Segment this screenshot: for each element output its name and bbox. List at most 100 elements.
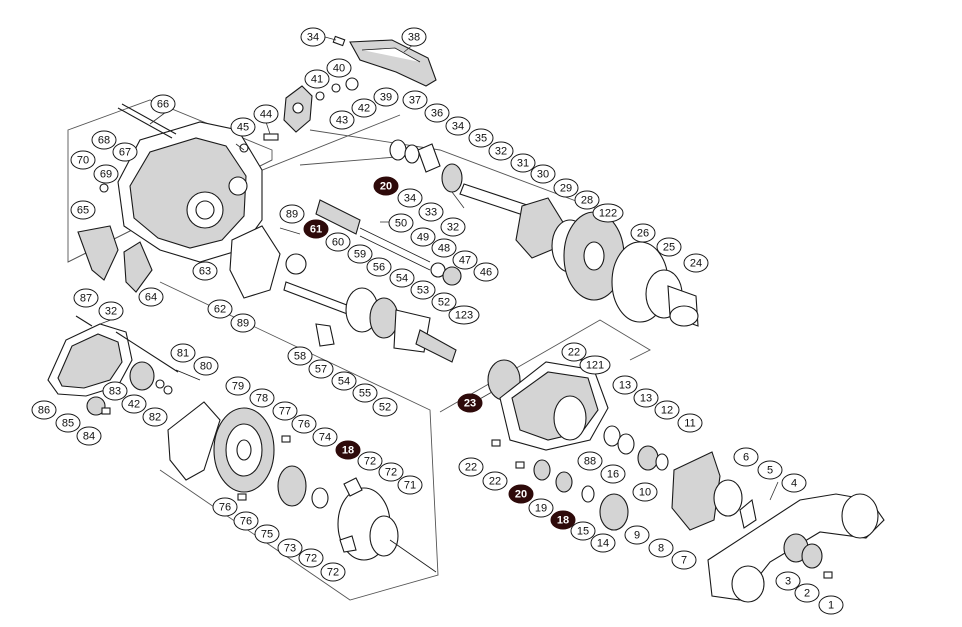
part-label-72: 72 <box>320 562 346 582</box>
part-label-text: 8 <box>658 543 664 555</box>
part-label-42: 42 <box>351 98 377 118</box>
part-label-oval <box>401 27 427 47</box>
part-label-text: 75 <box>261 529 273 541</box>
part-label-oval <box>561 342 587 362</box>
part-label-text: 46 <box>480 267 492 279</box>
part-label-oval <box>757 460 783 480</box>
part-label-oval <box>347 244 373 264</box>
part-label-text: 32 <box>495 146 507 158</box>
part-label-59: 59 <box>347 244 373 264</box>
part-label-oval <box>418 202 444 222</box>
part-label-text: 48 <box>438 243 450 255</box>
part-label-71: 71 <box>397 475 423 495</box>
part-label-text: 16 <box>607 469 619 481</box>
part-label-73: 73 <box>277 538 303 558</box>
part-label-oval <box>654 400 680 420</box>
part-label-33: 33 <box>418 202 444 222</box>
part-label-72: 72 <box>298 548 324 568</box>
part-label-text: 3 <box>785 576 791 588</box>
part-label-text: 18 <box>342 445 354 457</box>
part-label-text: 4 <box>791 478 797 490</box>
part-label-oval <box>98 301 124 321</box>
part-label-oval <box>388 213 414 233</box>
part-label-67: 67 <box>112 142 138 162</box>
part-label-text: 67 <box>119 147 131 159</box>
part-label-oval <box>671 550 697 570</box>
part-label-41: 41 <box>304 69 330 89</box>
part-label-text: 53 <box>417 285 429 297</box>
part-label-36: 36 <box>424 103 450 123</box>
part-label-text: 25 <box>663 242 675 254</box>
part-label-72: 72 <box>378 462 404 482</box>
part-label-oval <box>254 524 280 544</box>
part-label-24: 24 <box>683 253 709 273</box>
part-label-45: 45 <box>230 117 256 137</box>
part-label-text: 65 <box>77 205 89 217</box>
part-label-68: 68 <box>91 130 117 150</box>
part-label-oval <box>577 451 603 471</box>
part-label-text: 30 <box>537 169 549 181</box>
part-label-text: 80 <box>200 361 212 373</box>
part-label-text: 82 <box>149 412 161 424</box>
part-label-oval <box>373 176 399 196</box>
part-label-18: 18 <box>335 440 361 460</box>
part-label-text: 42 <box>128 399 140 411</box>
part-label-6: 6 <box>733 447 759 467</box>
part-label-oval <box>331 371 357 391</box>
part-label-text: 18 <box>557 515 569 527</box>
part-label-oval <box>73 288 99 308</box>
part-label-text: 71 <box>404 480 416 492</box>
part-label-text: 38 <box>408 32 420 44</box>
part-label-text: 57 <box>315 364 327 376</box>
part-label-26: 26 <box>630 223 656 243</box>
part-label-text: 54 <box>396 273 408 285</box>
part-label-oval <box>431 238 457 258</box>
part-label-oval <box>308 359 334 379</box>
part-label-64: 64 <box>138 287 164 307</box>
part-label-oval <box>553 178 579 198</box>
part-label-text: 15 <box>577 526 589 538</box>
part-label-text: 68 <box>98 135 110 147</box>
part-label-oval <box>431 292 457 312</box>
part-label-oval <box>410 227 436 247</box>
part-label-54: 54 <box>331 371 357 391</box>
part-label-oval <box>402 90 428 110</box>
part-label-55: 55 <box>352 383 378 403</box>
part-label-121: 121 <box>579 355 611 375</box>
part-label-text: 66 <box>157 99 169 111</box>
part-label-text: 22 <box>489 476 501 488</box>
part-label-oval <box>468 128 494 148</box>
part-label-text: 86 <box>38 405 50 417</box>
part-label-47: 47 <box>452 250 478 270</box>
part-label-text: 34 <box>404 193 416 205</box>
part-label-text: 45 <box>237 122 249 134</box>
part-label-oval <box>212 497 238 517</box>
part-label-oval <box>410 280 436 300</box>
part-label-89: 89 <box>279 204 305 224</box>
part-label-text: 6 <box>743 452 749 464</box>
part-label-58: 58 <box>287 346 313 366</box>
part-label-oval <box>249 388 275 408</box>
part-label-23: 23 <box>457 393 483 413</box>
part-label-text: 49 <box>417 232 429 244</box>
right-side-handle-assembly <box>487 353 885 603</box>
part-label-60: 60 <box>325 232 351 252</box>
part-label-text: 20 <box>515 489 527 501</box>
part-label-oval <box>304 69 330 89</box>
part-label-text: 42 <box>358 103 370 115</box>
part-label-22: 22 <box>482 471 508 491</box>
part-label-1: 1 <box>818 595 844 615</box>
part-label-text: 52 <box>438 297 450 309</box>
part-label-oval <box>93 164 119 184</box>
part-label-oval <box>277 538 303 558</box>
part-label-text: 26 <box>637 228 649 240</box>
part-label-39: 39 <box>373 87 399 107</box>
part-label-20: 20 <box>508 484 534 504</box>
part-label-text: 12 <box>661 405 673 417</box>
part-label-oval <box>225 376 251 396</box>
part-label-22: 22 <box>458 457 484 477</box>
part-label-text: 32 <box>447 222 459 234</box>
part-label-62: 62 <box>207 299 233 319</box>
part-label-oval <box>102 381 128 401</box>
part-label-oval <box>121 394 147 414</box>
